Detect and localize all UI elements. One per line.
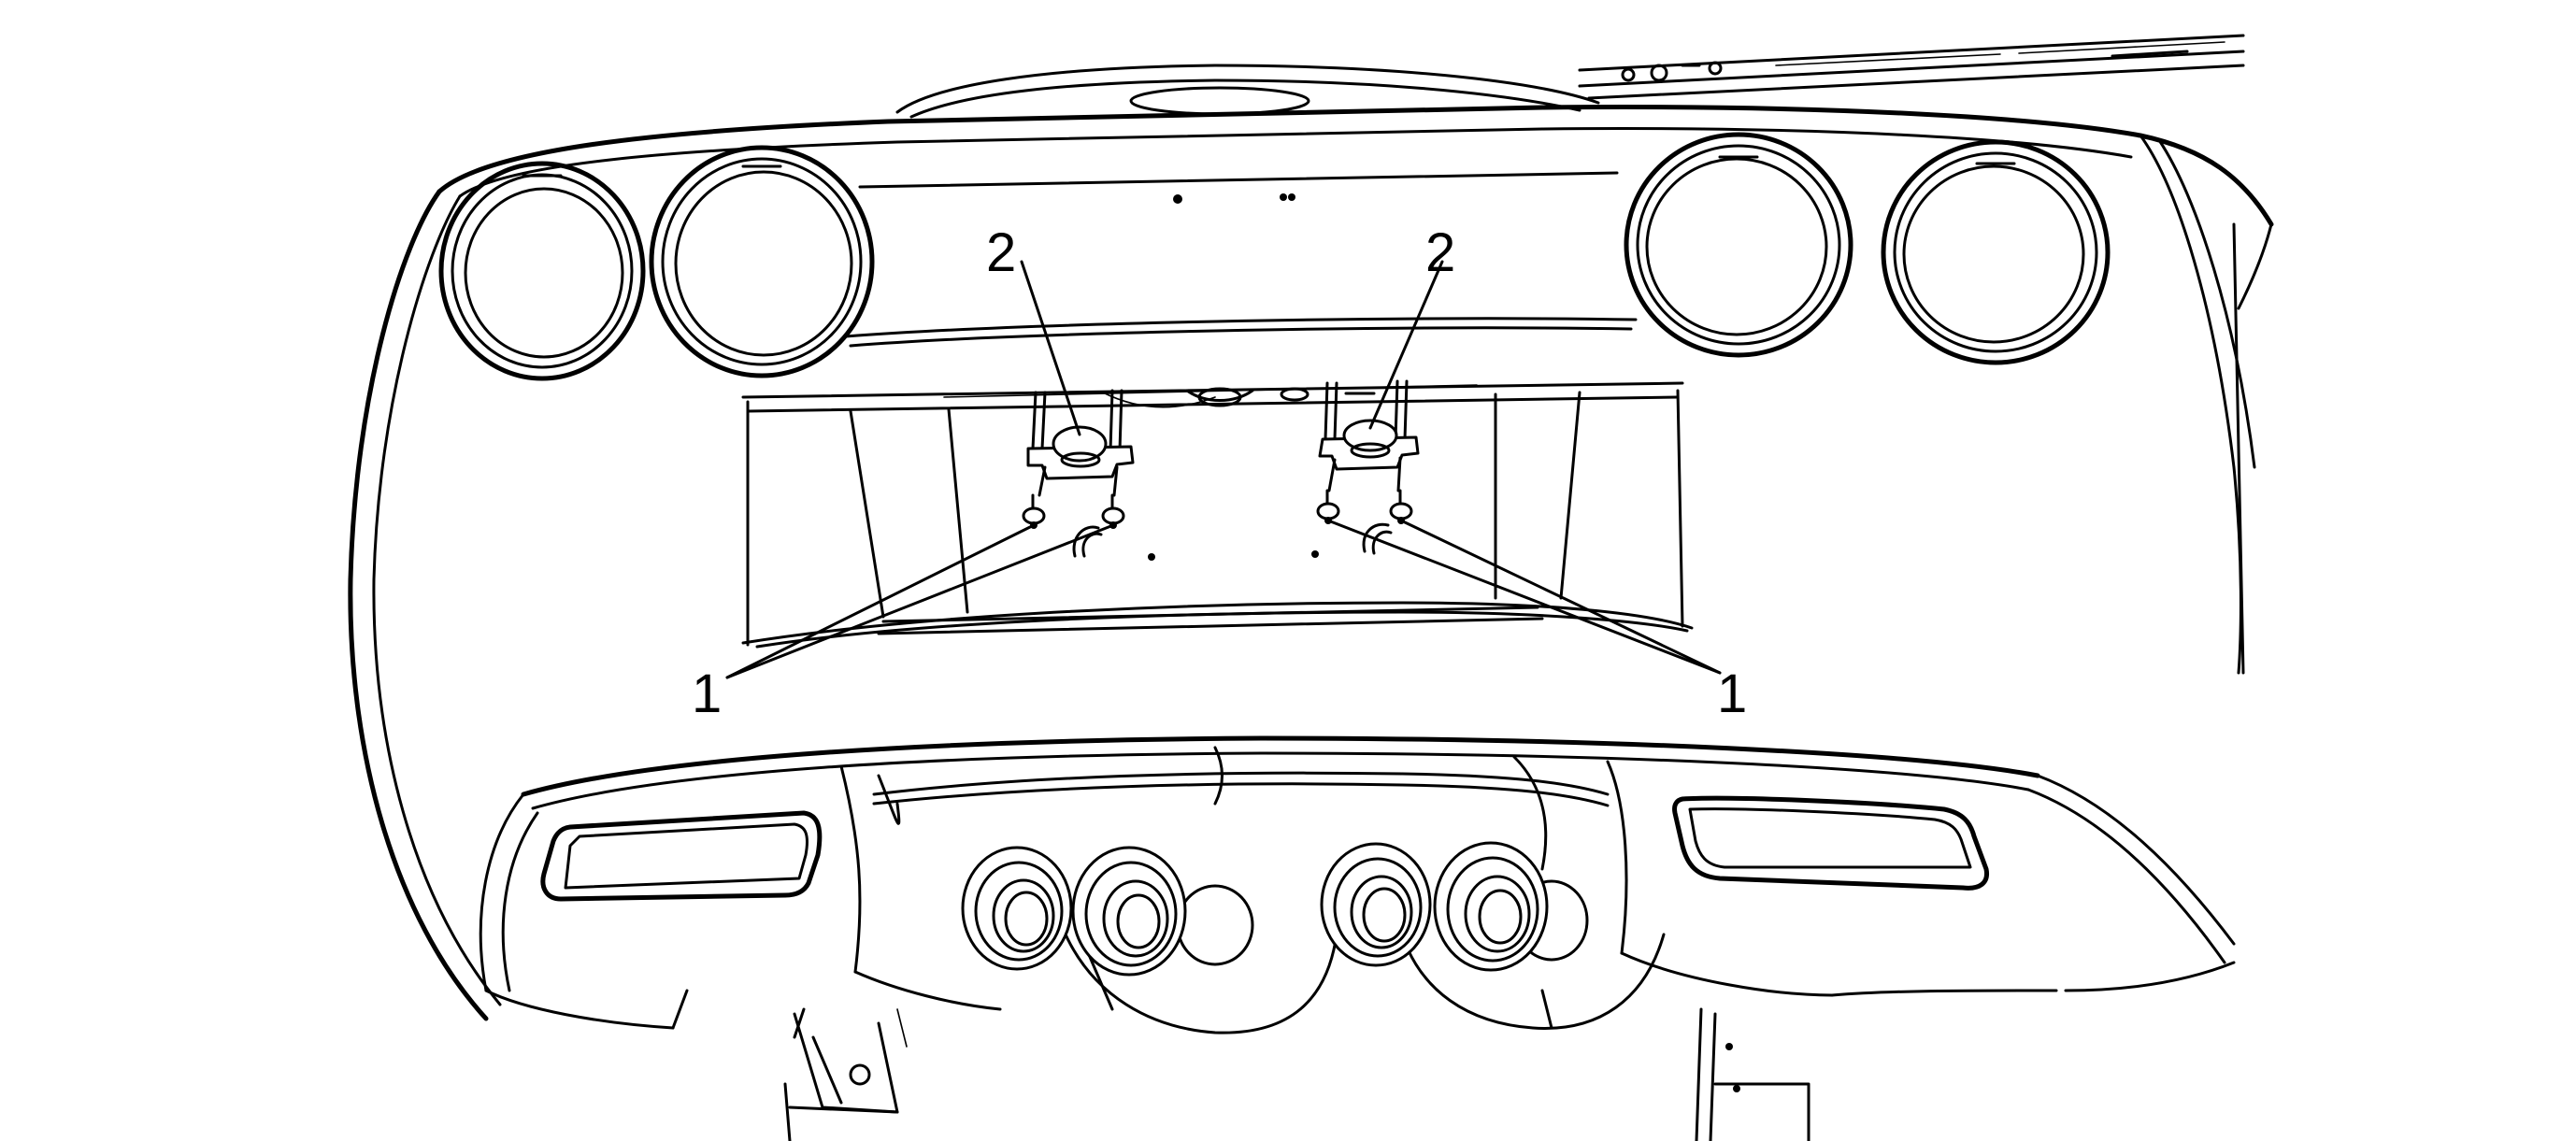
tail-lamp-left-outer	[438, 161, 646, 381]
tail-lamp-right-inner	[1624, 132, 1853, 358]
callout-label-right-1: 1	[1717, 663, 1747, 724]
exhaust-tip-1	[961, 846, 1073, 971]
lower-fascia	[479, 735, 2236, 1048]
fastener-right-2	[1389, 489, 1413, 524]
center-panel	[844, 171, 1638, 348]
exhaust-tip-4	[1433, 841, 1589, 972]
callout-label-right-2: 2	[1425, 222, 1455, 283]
side-vents	[540, 795, 1990, 902]
lamp-bracket-left	[1026, 389, 1135, 497]
tail-lamp-right-outer	[1881, 139, 2111, 365]
callout-label-left-2: 2	[986, 222, 1016, 283]
fasteners	[1022, 489, 1413, 561]
deck-lid	[895, 34, 2245, 119]
fastener-right-1	[1316, 489, 1340, 524]
lamp-bracket-right	[1318, 379, 1420, 492]
callout-label-left-1: 1	[692, 663, 722, 724]
exhaust-tip-2	[1071, 846, 1254, 977]
tail-lamp-left-inner	[649, 145, 875, 378]
exhaust-tips	[961, 841, 1666, 1034]
lower-frame	[783, 1007, 1810, 1141]
tail-lamps	[438, 132, 2111, 381]
exhaust-tip-3	[1320, 842, 1432, 967]
leader-lines	[725, 260, 1722, 679]
callout-labels: 2 2 1 1	[692, 222, 1747, 724]
license-plate-pocket	[741, 381, 1694, 649]
